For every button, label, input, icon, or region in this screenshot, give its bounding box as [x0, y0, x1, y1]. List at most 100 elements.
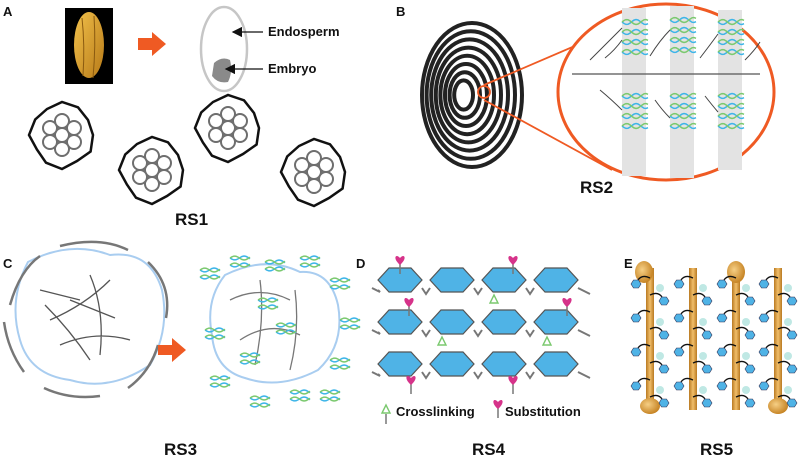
glucose-unit [701, 364, 713, 374]
water-bead [784, 284, 792, 292]
double-helix [669, 112, 697, 120]
starch-granule [306, 178, 322, 194]
glucose-unit [429, 351, 475, 377]
double-helix [329, 284, 351, 290]
double-helix [669, 16, 697, 24]
double-helix [717, 48, 745, 56]
amylopectin-clusters [589, 16, 761, 130]
double-helix [717, 28, 745, 36]
side-chain [735, 292, 749, 298]
side-chain [649, 292, 663, 298]
glucose-unit [630, 347, 642, 357]
glucose-unit [701, 398, 713, 408]
glucose-unit [758, 347, 770, 357]
double-helix [339, 317, 361, 323]
double-helix [329, 277, 351, 283]
glucose-unit [716, 313, 728, 323]
water-bead [742, 386, 750, 394]
side-chain [692, 360, 706, 366]
side-chain [680, 343, 694, 349]
starch-granule [318, 171, 334, 187]
double-helix [621, 92, 649, 100]
caption-rs5: RS5 [700, 440, 734, 459]
zoom-detail [556, 2, 776, 182]
water-bead [656, 284, 664, 292]
water-bead [699, 352, 707, 360]
amylose-rod [732, 268, 740, 410]
side-chain [777, 360, 791, 366]
glucose-unit [481, 351, 527, 377]
glucose-unit [744, 296, 756, 306]
water-bead [699, 318, 707, 326]
glucose-unit [786, 296, 798, 306]
zoom-line-bottom [483, 99, 613, 171]
water-bead [784, 318, 792, 326]
glycosidic-link [371, 371, 591, 380]
starch-granule [232, 127, 248, 143]
process-arrow-a [138, 32, 166, 56]
double-helix [289, 396, 311, 402]
double-helix [209, 382, 231, 388]
glucose-unit [758, 381, 770, 391]
double-helix [669, 122, 697, 130]
starch-granule [156, 169, 172, 185]
growth-ring [424, 29, 517, 161]
glucose-unit [630, 279, 642, 289]
panel-letter-c: C [3, 256, 13, 271]
caption-rs4: RS4 [472, 440, 506, 459]
growth-rings [420, 21, 524, 169]
double-helix [717, 112, 745, 120]
side-chain [637, 377, 651, 383]
side-chain [637, 275, 651, 281]
amylose-rod [689, 268, 697, 410]
starch-granule [144, 148, 160, 164]
side-chain [777, 394, 791, 400]
growth-ring [447, 70, 482, 120]
glucose-unit [786, 330, 798, 340]
double-helix [275, 322, 297, 328]
side-chain [765, 343, 779, 349]
double-helix [621, 102, 649, 110]
side-chain [692, 292, 706, 298]
glucose-unit [758, 279, 770, 289]
starch-granule [220, 106, 236, 122]
starch-granule [132, 169, 148, 185]
substitution-mark [395, 255, 405, 274]
compound-granule [117, 135, 185, 206]
water-bead [742, 352, 750, 360]
caption-rs2: RS2 [580, 178, 614, 197]
water-bead [742, 284, 750, 292]
starch-granule [306, 150, 322, 166]
double-helix [717, 102, 745, 110]
double-helix [717, 122, 745, 130]
glucose-unit [481, 267, 527, 293]
glucose-unit [533, 267, 579, 293]
starch-granule [54, 141, 70, 157]
compound-granule-cells [27, 93, 347, 208]
glycosidic-link [371, 329, 591, 338]
double-helix [257, 297, 279, 303]
side-chain [735, 360, 749, 366]
double-helix [621, 48, 649, 56]
double-helix [275, 329, 297, 335]
starch-granule [208, 127, 224, 143]
side-chain [723, 377, 737, 383]
starch-granule [294, 171, 310, 187]
branch-lines [589, 27, 761, 119]
side-chain [723, 343, 737, 349]
glucose-unit [481, 309, 527, 335]
growth-ring [443, 62, 489, 128]
side-chain [649, 326, 663, 332]
panel-a [27, 5, 347, 208]
side-chain [723, 309, 737, 315]
water-bead [699, 284, 707, 292]
glucose-unit [701, 330, 713, 340]
double-helix [299, 255, 321, 261]
glucose-unit [429, 267, 475, 293]
native-granule [2, 240, 169, 399]
endosperm-label: Endosperm [268, 24, 340, 39]
growth-ring [452, 78, 476, 112]
water-bead [784, 352, 792, 360]
compound-granule [279, 137, 347, 208]
